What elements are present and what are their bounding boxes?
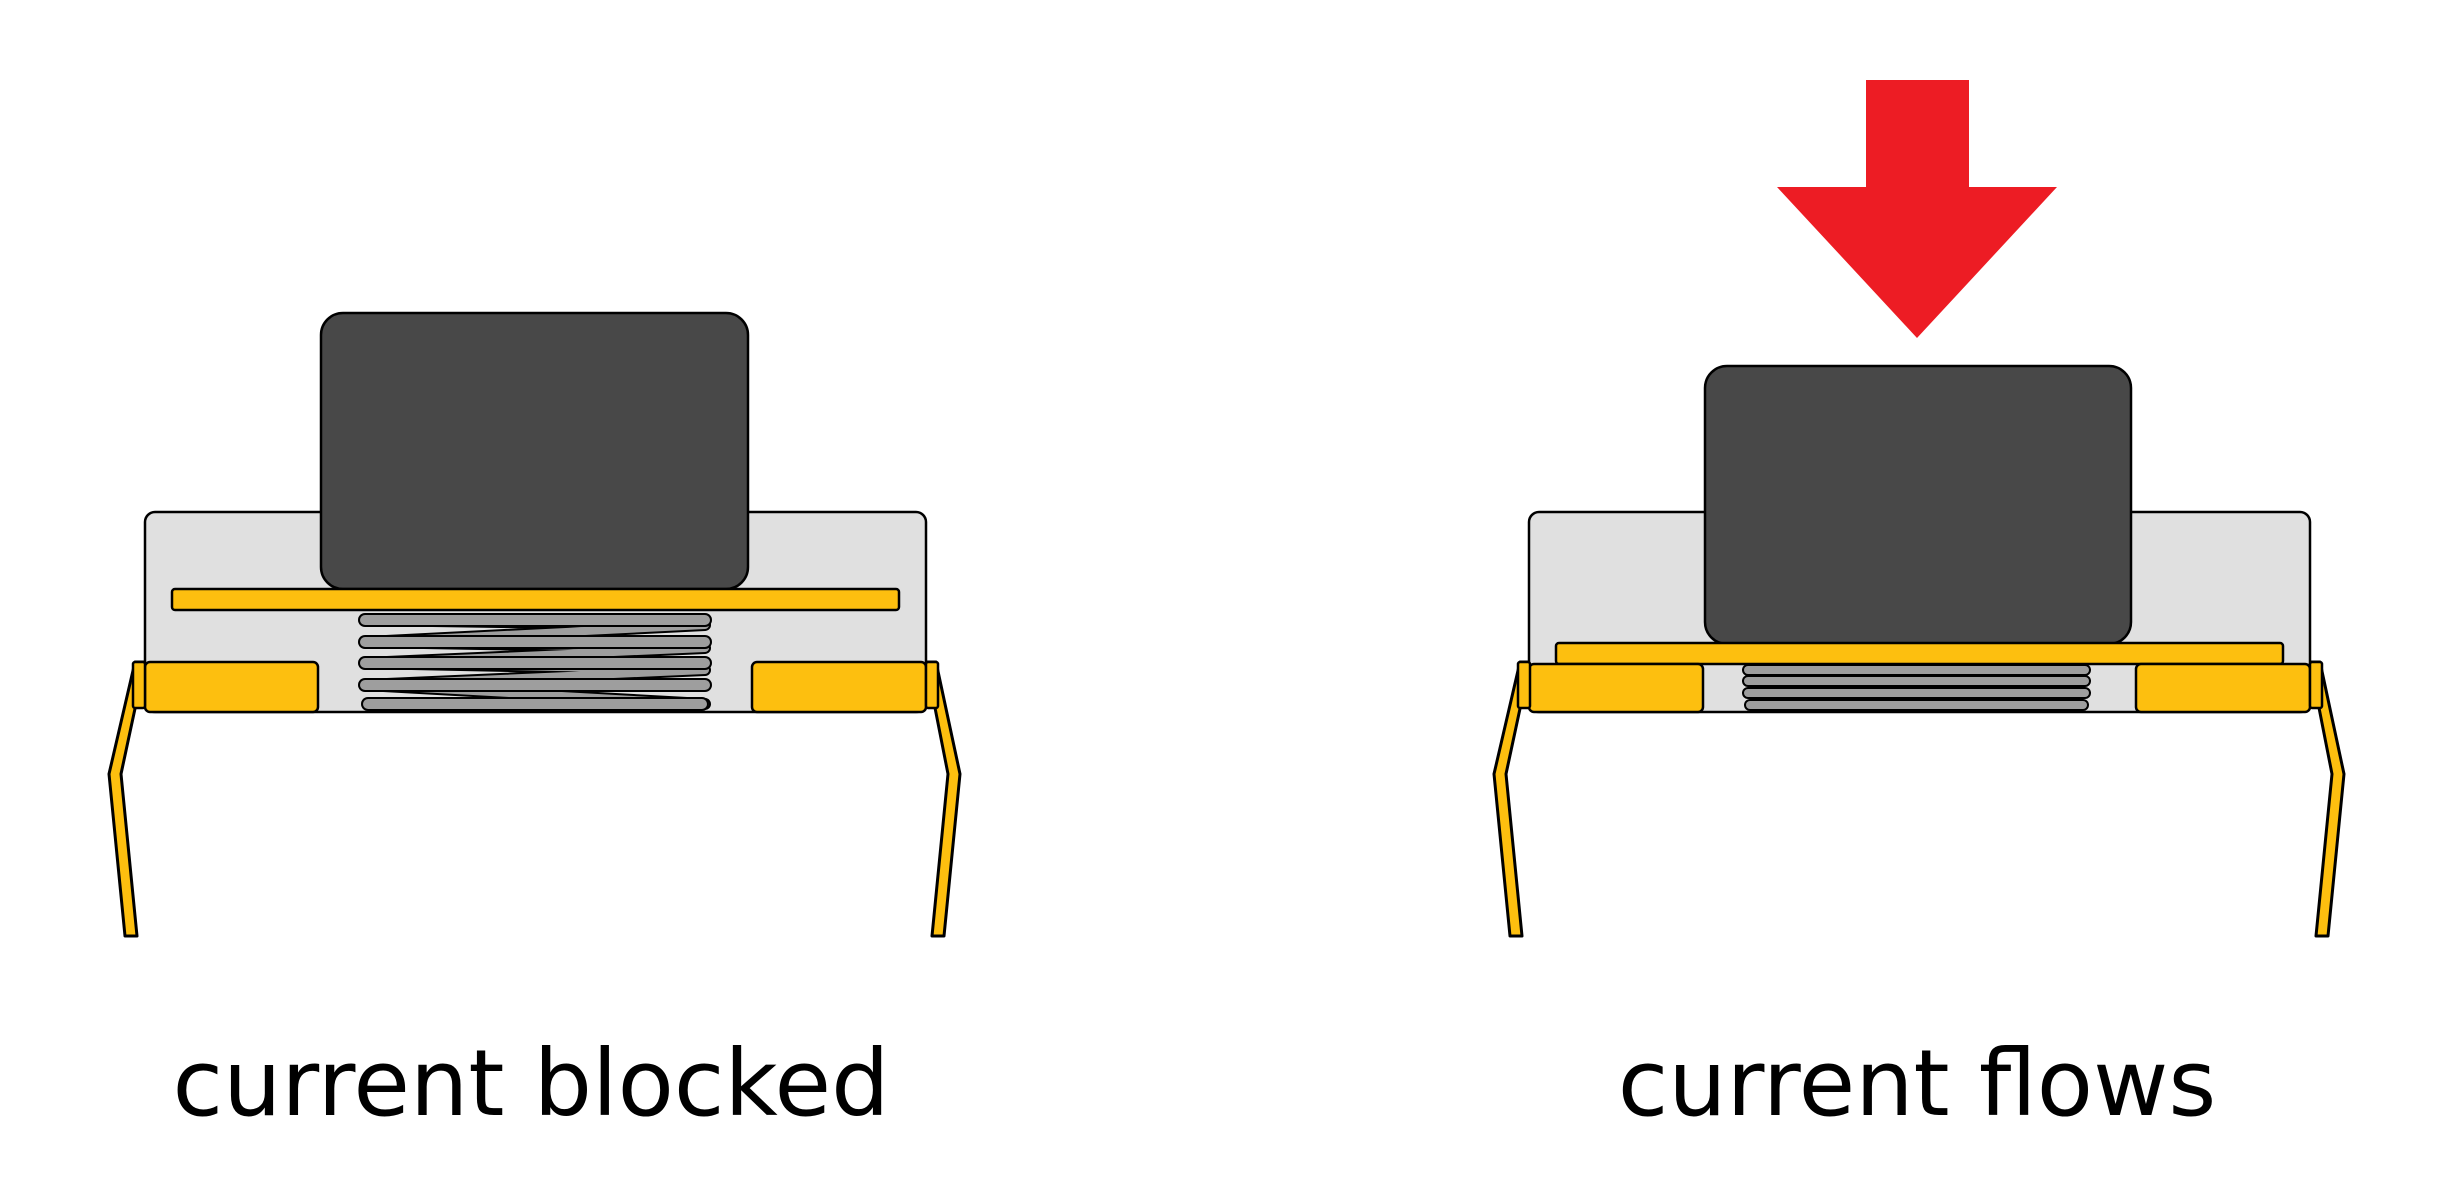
plunger bbox=[319, 311, 750, 591]
plunger bbox=[1703, 364, 2133, 646]
right-lead-tab bbox=[2308, 660, 2324, 710]
right-terminal bbox=[750, 660, 928, 714]
contact-plate bbox=[170, 587, 901, 612]
left-lead-tab bbox=[1516, 660, 1532, 710]
switch-pressed bbox=[1492, 80, 2346, 938]
press-arrow bbox=[1777, 80, 2057, 338]
left-lead-tab bbox=[131, 660, 147, 710]
contact-plate bbox=[1554, 641, 2285, 666]
spring-extended bbox=[358, 613, 712, 711]
right-lead-tab bbox=[924, 660, 940, 710]
left-terminal bbox=[1527, 662, 1705, 714]
switch-released bbox=[107, 311, 962, 938]
caption-current-flows: current flows bbox=[1618, 1030, 2217, 1137]
spring-compressed bbox=[1742, 664, 2091, 711]
caption-current-blocked: current blocked bbox=[173, 1030, 890, 1137]
left-terminal bbox=[143, 660, 320, 714]
right-terminal bbox=[2134, 662, 2312, 714]
